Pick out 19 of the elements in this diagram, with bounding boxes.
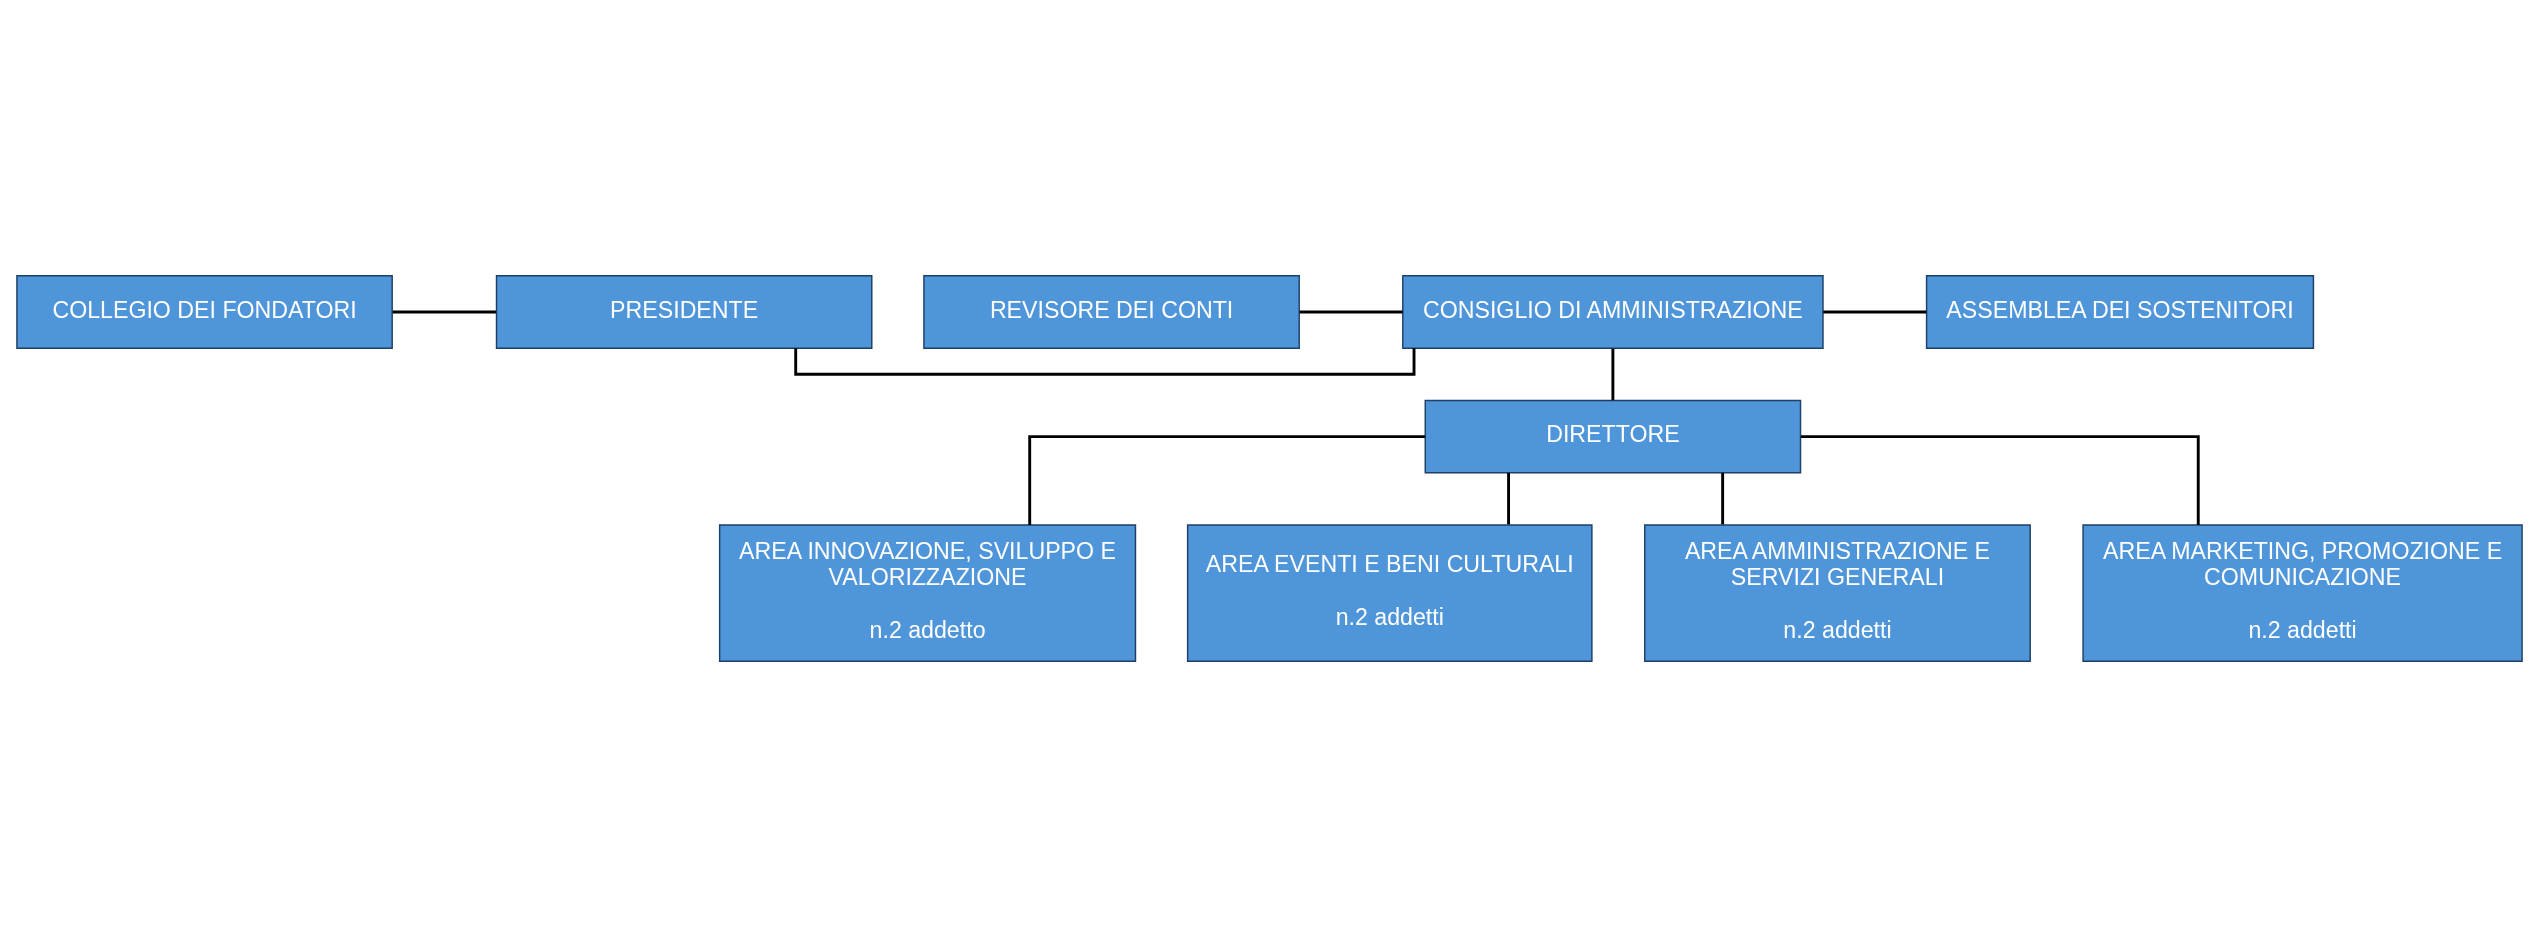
node-box: REVISORE DEI CONTI: [923, 274, 1300, 349]
node-box: DIRETTORE: [1424, 399, 1802, 474]
node-box: ASSEMBLEA DEI SOSTENITORI: [1925, 274, 2315, 349]
connector: [1823, 310, 1927, 313]
connector: [1611, 348, 1615, 400]
node-box: AREA MARKETING, PROMOZIONE E COMUNICAZIONE n.2 addetti: [2082, 523, 2523, 662]
connector: [1800, 434, 2200, 525]
node-box: AREA INNOVAZIONE, SVILUPPO E VALORIZZAZIONE n.2 addetto: [718, 523, 1137, 662]
connector: [794, 347, 1416, 376]
connector: [1299, 310, 1403, 313]
node-box: AREA AMMINISTRAZIONE E SERVIZI GENERALI n.2 addetti: [1644, 523, 2031, 662]
node-box: COLLEGIO DEI FONDATORI: [16, 274, 393, 349]
connector: [1507, 472, 1510, 524]
node-box: AREA EVENTI E BENI CULTURALI n.2 addetti: [1186, 523, 1593, 662]
connector: [1721, 472, 1725, 524]
connector: [392, 310, 497, 313]
connector: [1028, 434, 1426, 525]
node-box: PRESIDENTE: [495, 274, 873, 349]
node-box: CONSIGLIO DI AMMINISTRAZIONE: [1402, 274, 1824, 349]
